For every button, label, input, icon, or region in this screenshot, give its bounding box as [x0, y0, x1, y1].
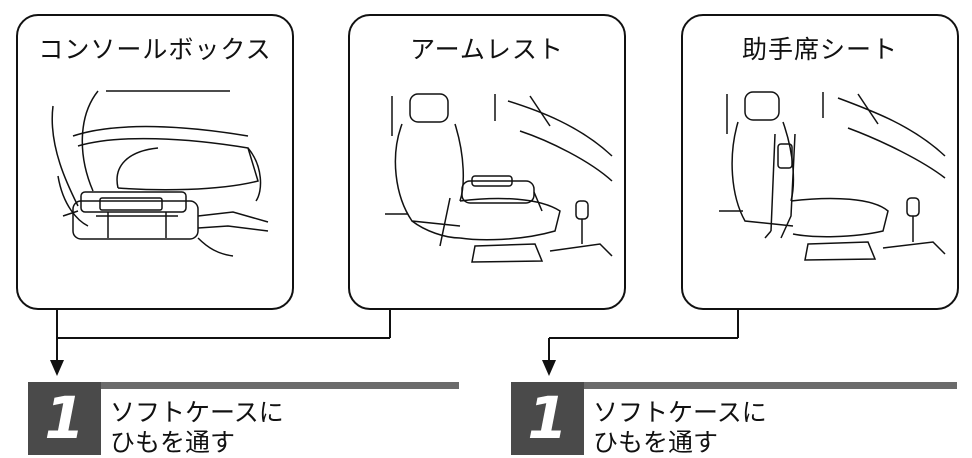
step-instruction: ソフトケースに ひもを通す — [110, 398, 284, 458]
step-number-badge: 1 — [511, 382, 584, 455]
step-instruction-line2: ひもを通す — [593, 428, 719, 457]
panel-console-box: コンソールボックス — [16, 14, 294, 310]
panel-title: コンソールボックス — [38, 35, 272, 64]
armrest-seat-illustration — [385, 93, 613, 263]
console-box-seat-illustration — [51, 90, 269, 257]
panel-passenger-seat: 助手席シート — [681, 14, 959, 310]
step-right: 1 ソフトケースに ひもを通す — [511, 382, 957, 458]
step-left: 1 ソフトケースに ひもを通す — [28, 382, 459, 458]
step-instruction-line1: ソフトケースに — [110, 398, 284, 427]
passenger-seat-illustration — [719, 91, 946, 261]
panel-title: アームレスト — [410, 35, 564, 64]
step-instruction: ソフトケースに ひもを通す — [593, 398, 767, 458]
panel-armrest: アームレスト — [348, 14, 626, 310]
step-divider — [28, 382, 459, 389]
step-divider — [511, 382, 957, 389]
arrow-down-icon — [50, 360, 64, 376]
arrow-down-icon — [542, 360, 556, 376]
step-instruction-line2: ひもを通す — [110, 428, 236, 457]
step-instruction-line1: ソフトケースに — [593, 398, 767, 427]
panel-title: 助手席シート — [741, 35, 898, 64]
step-number: 1 — [44, 384, 85, 452]
step-number: 1 — [527, 384, 568, 452]
step-number-badge: 1 — [28, 382, 101, 455]
